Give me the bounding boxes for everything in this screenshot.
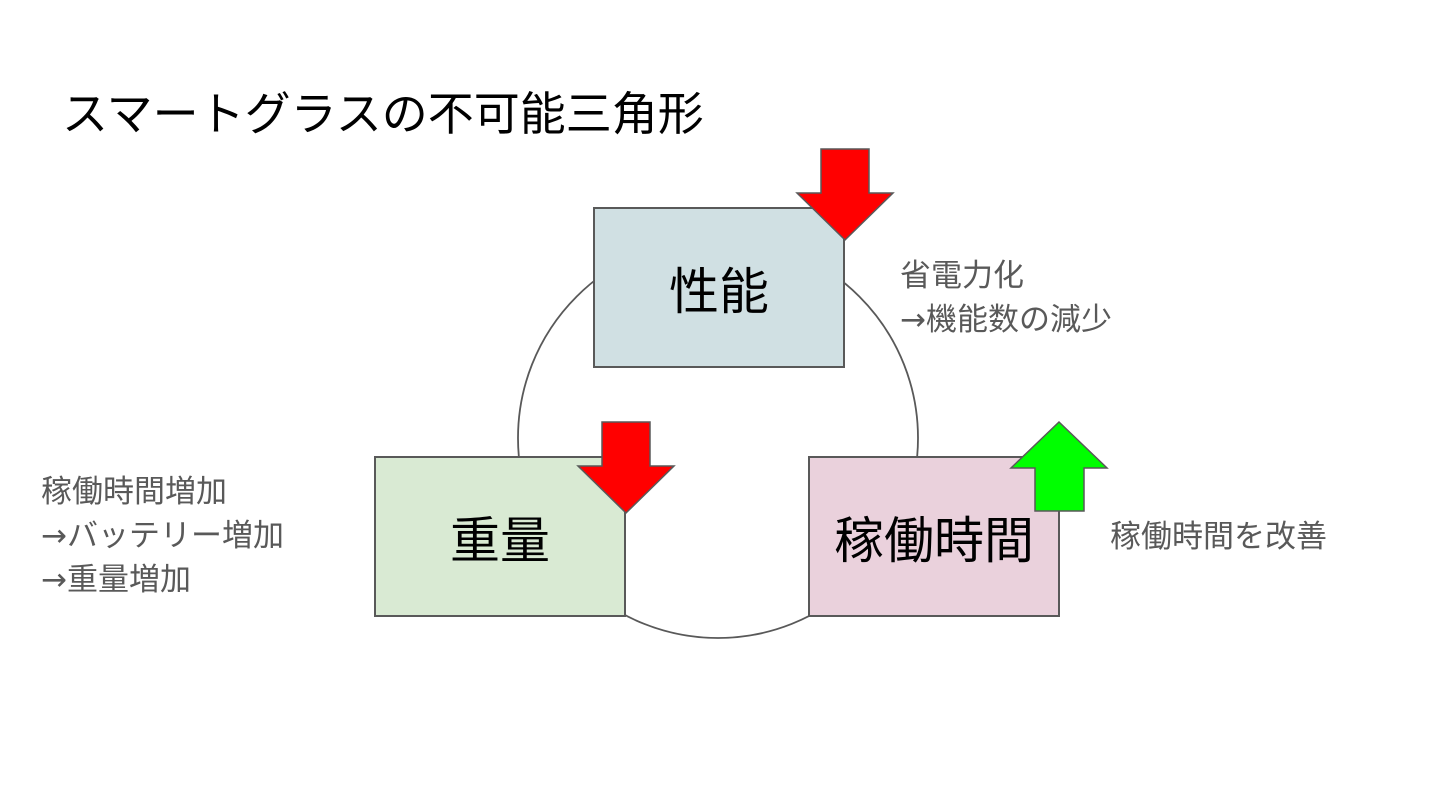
performance-note: 省電力化 →機能数の減少 <box>900 254 1112 342</box>
node-weight: 重量 <box>374 456 626 617</box>
node-performance: 性能 <box>593 207 845 368</box>
weight-note-line: →重量増加 <box>41 562 191 598</box>
performance-down-arrow-icon <box>795 148 895 242</box>
runtime-note-line: 稼働時間を改善 <box>1110 519 1327 555</box>
node-runtime: 稼働時間 <box>808 456 1060 617</box>
runtime-note: 稼働時間を改善 <box>1110 515 1327 559</box>
slide-title: スマートグラスの不可能三角形 <box>62 87 704 141</box>
node-runtime-label: 稼働時間 <box>834 511 1034 570</box>
weight-note: 稼働時間増加 →バッテリー増加 →重量増加 <box>41 470 284 602</box>
node-performance-label: 性能 <box>669 262 769 321</box>
weight-note-line: →バッテリー増加 <box>41 518 284 554</box>
weight-down-arrow-icon <box>576 421 676 515</box>
node-weight-label: 重量 <box>450 511 550 570</box>
performance-note-line: →機能数の減少 <box>900 302 1112 338</box>
performance-note-line: 省電力化 <box>900 258 1024 294</box>
runtime-up-arrow-icon <box>1009 420 1109 512</box>
weight-note-line: 稼働時間増加 <box>41 474 227 510</box>
